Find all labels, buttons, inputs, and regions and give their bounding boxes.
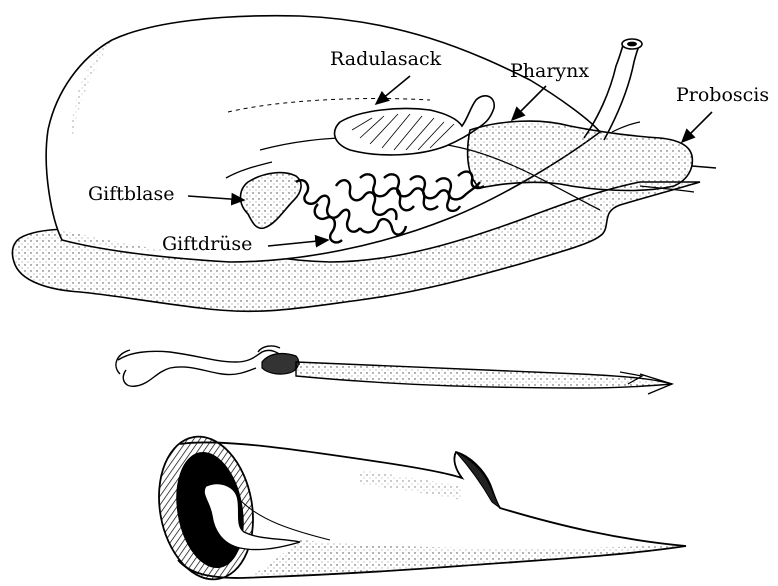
label-radulasack: Radulasack xyxy=(330,50,441,69)
harpoon-tip-magnified xyxy=(148,429,686,586)
label-giftdruese: Giftdrüse xyxy=(162,235,252,254)
siphon xyxy=(584,39,642,140)
label-proboscis: Proboscis xyxy=(676,86,769,105)
label-pharynx: Pharynx xyxy=(510,62,589,81)
pharynx-proboscis xyxy=(468,121,716,192)
arrow-proboscis xyxy=(682,112,712,142)
label-giftblase: Giftblase xyxy=(88,185,174,204)
radula-tooth-side-view xyxy=(116,346,672,394)
